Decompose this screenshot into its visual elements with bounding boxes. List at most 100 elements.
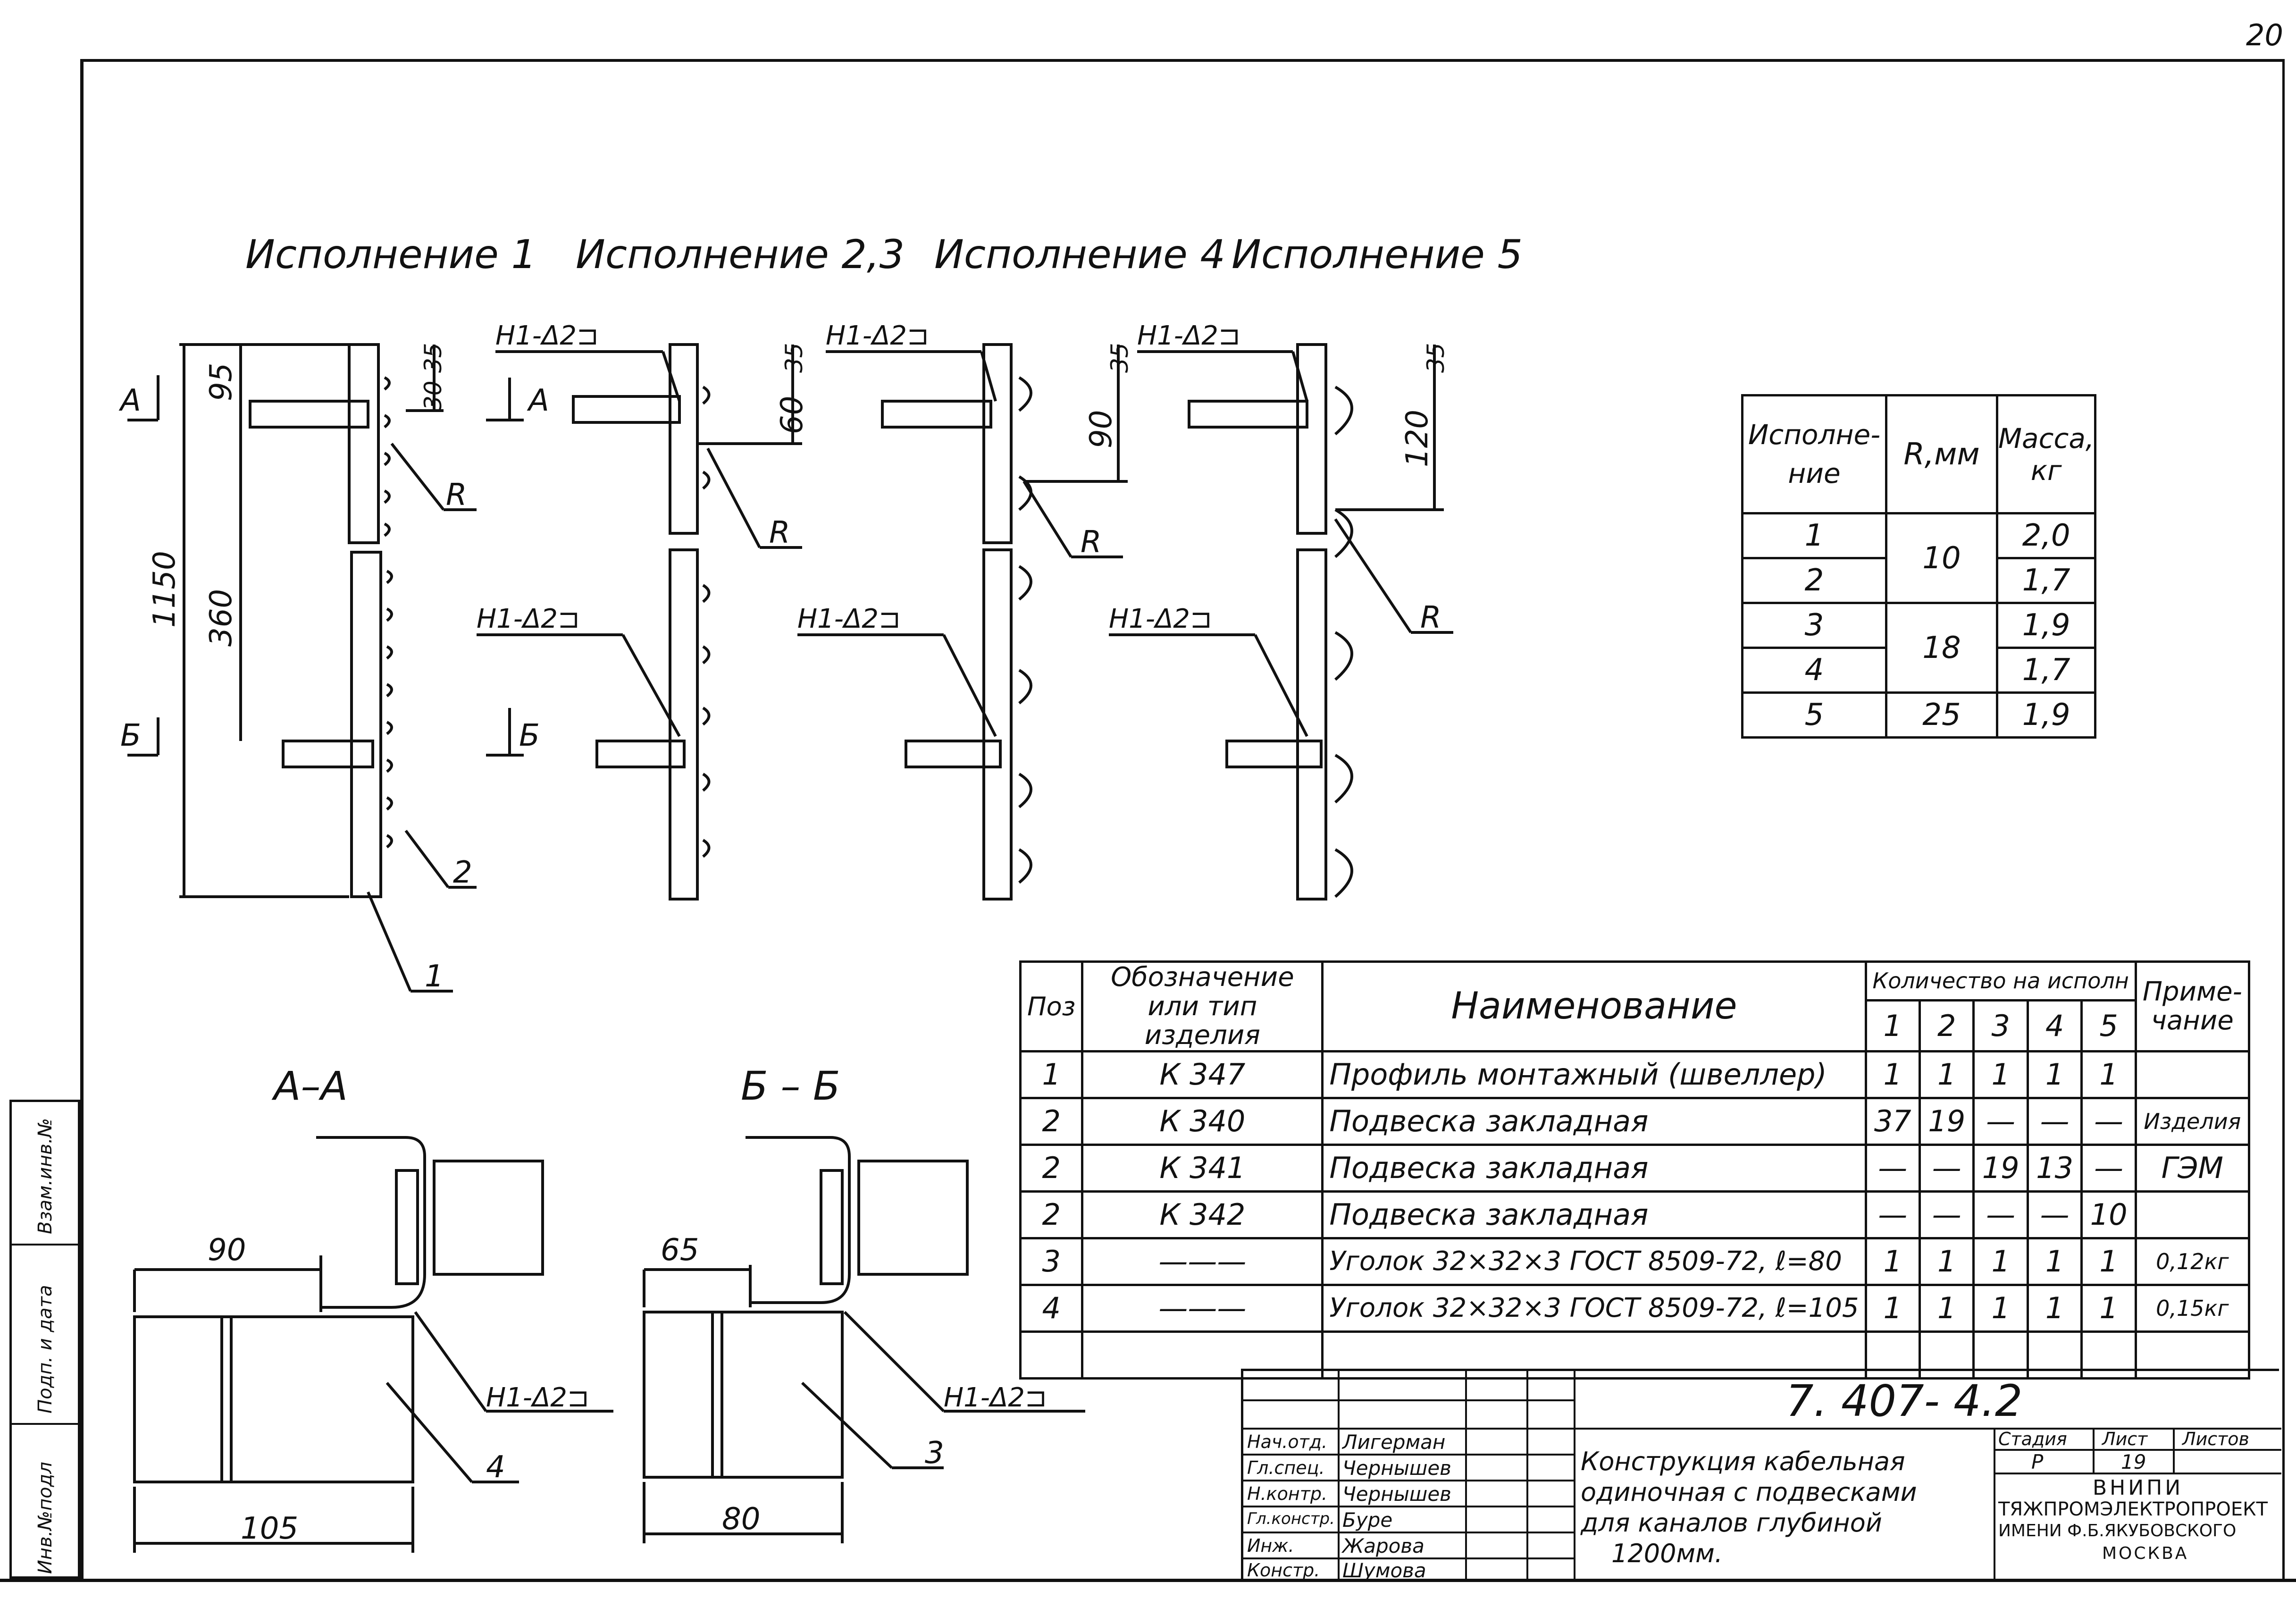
dim-1150: 1150 (147, 551, 182, 628)
tb-role-5: Констр. (1247, 1560, 1320, 1581)
spec-row-3-name: Подвеска закладная (1321, 1143, 1867, 1193)
weld-mark-bb: Н1-Δ2⊐ (944, 1382, 1047, 1413)
weld-mark-6: Н1-Δ2⊐ (1109, 604, 1212, 634)
mass-r-3-4: 18 (1885, 602, 1998, 694)
spec-row-2-note: Изделия (2134, 1096, 2250, 1146)
side-stamp-replace: Взам.инв.№ (34, 1118, 56, 1234)
dim-95: 95 (204, 363, 239, 401)
spec-empty-row-q1 (1864, 1330, 1921, 1380)
spec-row-5-pos: 3 (1019, 1237, 1084, 1286)
spec-qty-col-2: 2 (1918, 999, 1975, 1052)
spec-row-2-des: К 340 (1081, 1096, 1324, 1146)
spec-row-6-name: Уголок 32×32×3 ГОСТ 8509-72, ℓ=105 (1321, 1283, 1867, 1333)
weld-mark-1: Н1-Δ2⊐ (495, 320, 599, 351)
spec-row-2-q4: — (2026, 1096, 2083, 1146)
spec-row-3-q4: 13 (2026, 1143, 2083, 1193)
section-mark-b-v2: Б (519, 718, 540, 753)
spec-row-2-q1: 37 (1864, 1096, 1921, 1146)
spec-row-4-q3: — (1972, 1190, 2029, 1239)
dim-60: 60 (775, 396, 810, 434)
tb-sheets-label: Листов (2182, 1429, 2249, 1449)
spec-row-4-pos: 2 (1019, 1190, 1084, 1239)
spec-row-4-q2: — (1918, 1190, 1975, 1239)
dim-35-v1: 35 (419, 343, 447, 373)
tb-title-line-1: Конструкция кабельная (1581, 1447, 1905, 1476)
section-mark-a-v1: А (118, 383, 141, 418)
mass-isp-5: 5 (1741, 691, 1887, 739)
spec-empty-row-q3 (1972, 1330, 2029, 1380)
spec-row-5-q2: 1 (1918, 1237, 1975, 1286)
mass-table: Исполне-ние R,мм Масса, кг 1 10 2,0 2 1,… (1741, 394, 2097, 739)
mass-val-4: 1,7 (1995, 647, 2097, 694)
spec-row-5-des: ——— (1081, 1237, 1324, 1286)
side-stamp-sign: Подп. и дата (34, 1285, 56, 1414)
tb-org-line-4: МОСКВА (2102, 1544, 2189, 1563)
weld-mark-5: Н1-Δ2⊐ (797, 604, 901, 634)
dim-90: 90 (1084, 410, 1119, 448)
radius-label-v1: R (446, 478, 467, 513)
pos-label-2: 2 (453, 855, 472, 890)
spec-empty-row-q5 (2080, 1330, 2137, 1380)
spec-row-1-q3: 1 (1972, 1050, 2029, 1099)
spec-row-1-pos: 1 (1019, 1050, 1084, 1099)
side-stamp: Инв.№подл Подп. и дата Взам.инв.№ (9, 1100, 80, 1579)
mass-val-1: 2,0 (1995, 512, 2097, 559)
tb-sheet-label: Лист (2102, 1429, 2148, 1449)
spec-table: Поз Обозначение или тип изделия Наименов… (1019, 960, 2250, 1380)
spec-header-designation: Обозначение или тип изделия (1081, 960, 1324, 1052)
section-aa-dim-top: 90 (208, 1233, 246, 1268)
spec-empty-row-des (1081, 1330, 1324, 1380)
pos-label-3: 3 (925, 1436, 944, 1471)
tb-title-line-2: одиночная с подвесками (1581, 1477, 1917, 1507)
dim-120: 120 (1400, 410, 1435, 467)
spec-row-1-note (2134, 1050, 2250, 1099)
section-bb-title: Б – Б (741, 1063, 840, 1109)
spec-row-3-q1: — (1864, 1143, 1921, 1193)
mass-r-1-2: 10 (1885, 512, 1998, 604)
spec-row-1-des: К 347 (1081, 1050, 1324, 1099)
tb-name-1: Чернышев (1342, 1456, 1451, 1480)
weld-mark-4: Н1-Δ2⊐ (477, 604, 580, 634)
section-aa-title: А–А (271, 1063, 348, 1109)
dim-35-v2: 35 (780, 343, 808, 373)
mass-isp-2: 2 (1741, 557, 1887, 604)
tb-name-0: Лигерман (1342, 1431, 1446, 1454)
heading-variant-2-3: Исполнение 2,3 (576, 231, 905, 278)
weld-mark-2: Н1-Δ2⊐ (826, 320, 929, 351)
bottom-rule (0, 1579, 2296, 1582)
dim-30: 30 (419, 380, 447, 411)
spec-row-4-q4: — (2026, 1190, 2083, 1239)
tb-title-line-3: для каналов глубиной (1581, 1508, 1882, 1538)
tb-stage-label: Стадия (1998, 1429, 2067, 1449)
spec-row-6-note: 0,15кг (2134, 1283, 2250, 1333)
spec-row-2-q5: — (2080, 1096, 2137, 1146)
v1-profile-top (348, 343, 380, 544)
spec-row-3-note: ГЭМ (2134, 1143, 2250, 1193)
spec-row-1-q1: 1 (1864, 1050, 1921, 1099)
spec-row-6-q5: 1 (2080, 1283, 2137, 1333)
spec-row-6-q4: 1 (2026, 1283, 2083, 1333)
v1-profile-bottom (350, 551, 382, 898)
dim-35-v5: 35 (1422, 343, 1450, 373)
spec-row-4-des: К 342 (1081, 1190, 1324, 1239)
spec-row-1-q4: 1 (2026, 1050, 2083, 1099)
pos-label-4: 4 (486, 1450, 505, 1485)
spec-row-6-des: ——— (1081, 1283, 1324, 1333)
mass-isp-4: 4 (1741, 647, 1887, 694)
spec-row-3-pos: 2 (1019, 1143, 1084, 1193)
mass-r-5: 25 (1885, 691, 1998, 739)
mass-isp-3: 3 (1741, 602, 1887, 649)
doc-code: 7. 407- 4.2 (1786, 1376, 2023, 1426)
page-number: 20 (2246, 18, 2283, 52)
drawing-frame (80, 59, 2285, 1582)
v1-bracket-bottom (282, 740, 374, 768)
dim-360: 360 (204, 589, 239, 647)
spec-row-3-q5: — (2080, 1143, 2137, 1193)
mass-val-2: 1,7 (1995, 557, 2097, 604)
spec-row-1-q2: 1 (1918, 1050, 1975, 1099)
radius-label-v2: R (769, 515, 790, 550)
tb-name-3: Буре (1342, 1508, 1393, 1532)
spec-header-name: Наименование (1321, 960, 1867, 1052)
